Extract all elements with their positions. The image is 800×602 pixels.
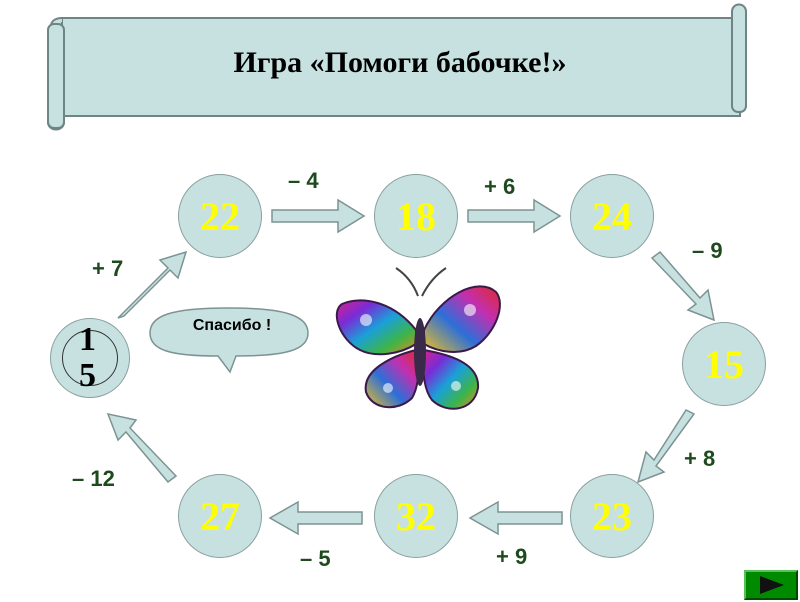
start-node: 1 5 [50, 318, 130, 398]
op-plus-7: + 7 [92, 256, 124, 281]
arrow-24-to-15 [650, 250, 716, 322]
node-15: 15 [682, 322, 766, 406]
op-plus-6: + 6 [484, 174, 516, 199]
page-title: Игра «Помоги бабочке!» [233, 46, 567, 79]
node-22: 22 [178, 174, 262, 258]
play-triangle-icon [760, 576, 784, 594]
title-banner [47, 3, 747, 131]
op-minus-5: – 5 [300, 546, 331, 571]
arrow-18-to-24 [467, 198, 562, 234]
op-plus-9: + 9 [496, 544, 528, 569]
arrow-start-to-22 [117, 250, 188, 319]
start-inner-ring [62, 330, 118, 386]
op-plus-8: + 8 [684, 446, 716, 471]
arrow-22-to-18 [271, 198, 366, 234]
node-32: 32 [374, 474, 458, 558]
speech-bubble [149, 307, 309, 374]
start-digit-bottom: 5 [79, 357, 96, 394]
node-24: 24 [570, 174, 654, 258]
next-button[interactable] [744, 570, 798, 600]
arrow-23-to-32 [468, 500, 563, 536]
start-digit-top: 1 [79, 321, 96, 358]
butterfly-image [335, 267, 501, 410]
node-18: 18 [374, 174, 458, 258]
op-minus-4: – 4 [288, 168, 319, 193]
arrows [106, 198, 716, 536]
speech-bubble-text: Спасибо ! [192, 317, 272, 334]
arrow-32-to-27 [268, 500, 363, 536]
node-23: 23 [570, 474, 654, 558]
arrow-27-to-start [106, 412, 178, 484]
arrow-15-to-23 [636, 409, 696, 484]
node-27: 27 [178, 474, 262, 558]
op-minus-9: – 9 [692, 238, 723, 263]
op-minus-12: – 12 [72, 466, 115, 491]
